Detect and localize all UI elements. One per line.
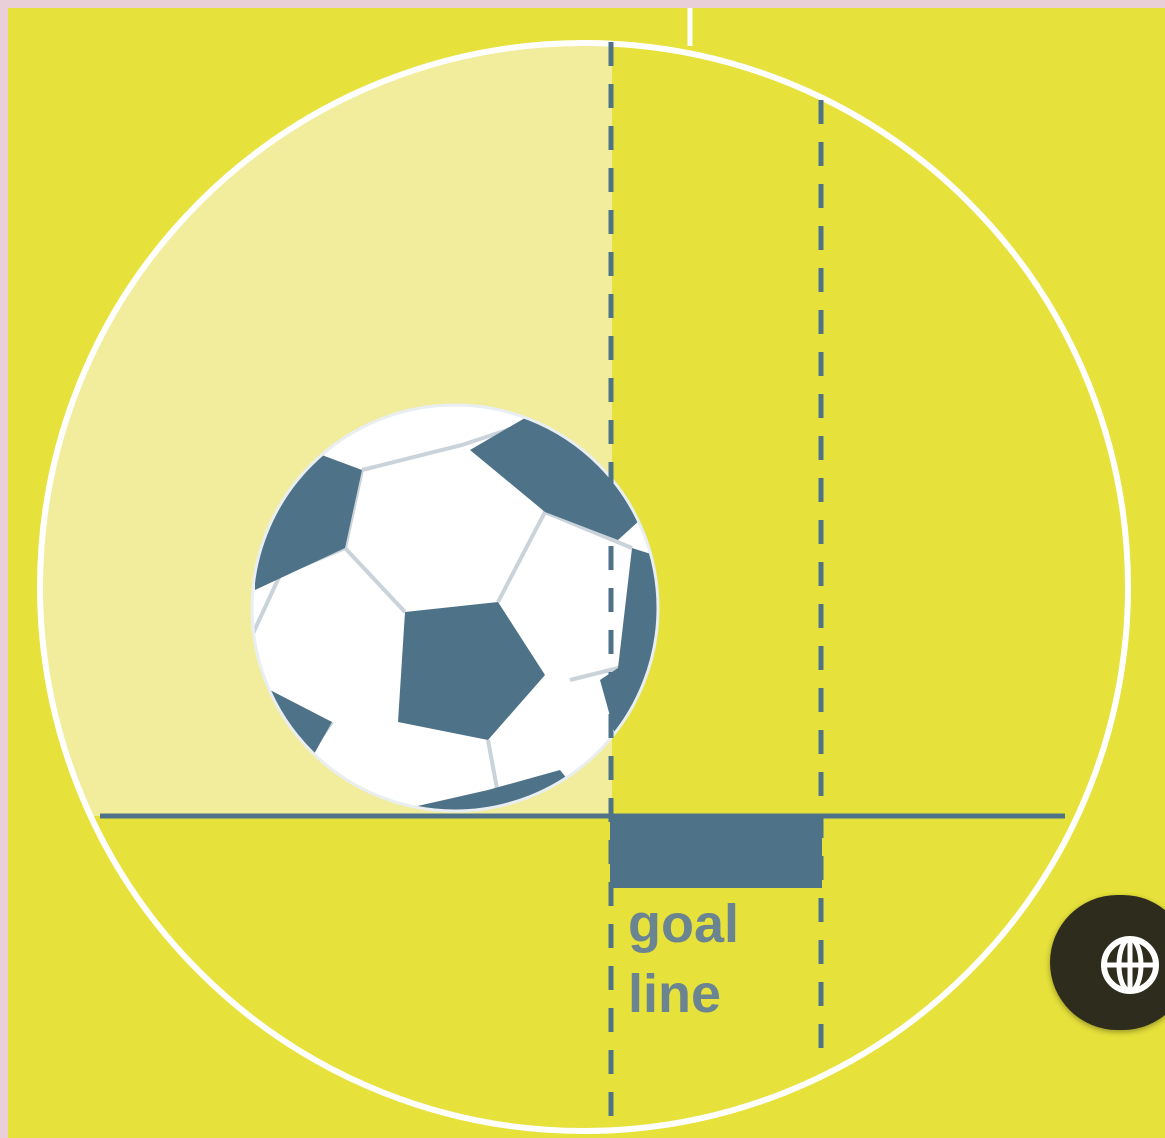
goal-marker: [610, 816, 822, 888]
left-edge: [0, 0, 8, 1138]
globe-icon: [1098, 933, 1162, 997]
goal-line-label-1: goal: [628, 894, 739, 954]
goal-line-label-2: line: [628, 964, 721, 1024]
top-edge: [0, 0, 1165, 8]
